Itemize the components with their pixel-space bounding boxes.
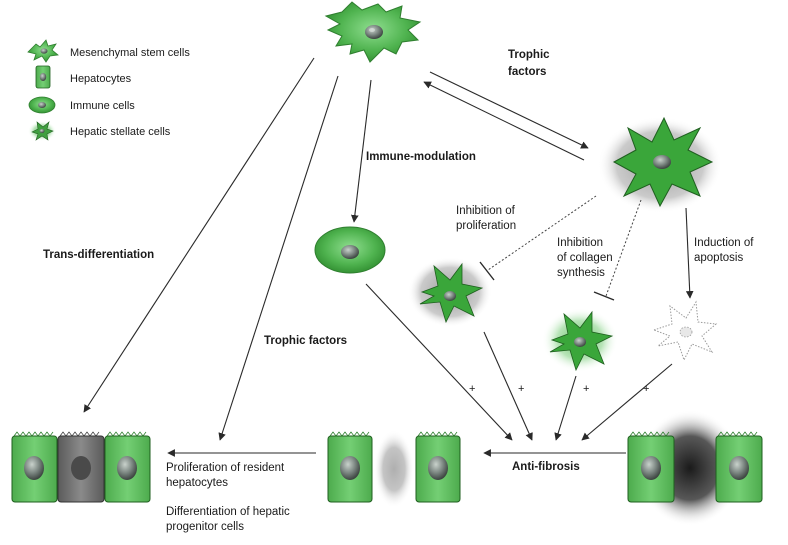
label-induction-apoptosis-2: apoptosis	[694, 252, 743, 264]
label-differentiation-1: Differentiation of hepatic	[166, 506, 290, 518]
stellate-cell-collagen	[542, 308, 618, 372]
plus-sign-1: +	[469, 383, 475, 395]
apoptotic-stellate-cell	[652, 300, 718, 362]
hepatocyte-cell	[715, 431, 763, 503]
label-immune-modulation: Immune-modulation	[366, 151, 476, 163]
hepatocyte-cell	[11, 431, 58, 503]
plus-sign-3: +	[583, 383, 589, 395]
arrow-inhibited-to-antifibrosis	[483, 331, 533, 441]
hepatocyte-cell	[415, 431, 461, 503]
arrow-msc-to-immune	[351, 79, 372, 223]
arrow-immune-to-antifibrosis	[365, 283, 513, 441]
arrow-apoptosis-to-antifibrosis	[581, 363, 673, 441]
hepatocyte-group-left	[11, 431, 151, 503]
stellate-cell-icon	[28, 121, 56, 141]
arrow-hsc-to-msc	[423, 81, 585, 161]
plus-sign-4: +	[643, 383, 649, 395]
label-inhibition-collagen-1: Inhibition	[557, 237, 603, 249]
label-proliferation-1: Proliferation of resident	[166, 462, 285, 474]
hepatocyte-cell	[627, 431, 675, 503]
legend: Mesenchymal stem cells Hepatocytes Immun…	[27, 39, 190, 141]
inhibition-bar-proliferation	[479, 261, 495, 281]
label-trophic-factors-top-1: Trophic	[508, 49, 550, 61]
label-trophic-factors-mid: Trophic factors	[264, 335, 347, 347]
legend-label-hepatocytes: Hepatocytes	[70, 73, 132, 85]
hepatocyte-icon	[35, 65, 51, 89]
activated-stellate-cell	[598, 116, 722, 213]
legend-label-stellate: Hepatic stellate cells	[70, 126, 171, 138]
plus-sign-2: +	[518, 383, 524, 395]
arrow-msc-to-hsc	[429, 71, 589, 149]
arrow-trophic-to-hepatocytes	[218, 75, 339, 441]
arrow-trans-differentiation	[83, 57, 315, 413]
label-trophic-factors-top-2: factors	[508, 66, 546, 78]
label-inhibition-proliferation-1: Inhibition of	[456, 205, 516, 217]
arrow-hsc-to-apoptosis	[685, 207, 694, 299]
label-induction-apoptosis-1: Induction of	[694, 237, 754, 249]
hepatocyte-cell	[104, 431, 151, 503]
inhibition-bar-collagen	[593, 291, 615, 301]
inhibition-line-collagen	[605, 199, 642, 297]
damaged-hepatocyte-cell	[57, 431, 105, 503]
label-anti-fibrosis: Anti-fibrosis	[512, 461, 580, 473]
legend-label-immune: Immune cells	[70, 100, 135, 112]
hepatocyte-group-middle	[327, 430, 461, 508]
label-inhibition-collagen-2: of collagen	[557, 252, 613, 264]
label-inhibition-proliferation-2: proliferation	[456, 220, 516, 232]
legend-label-msc: Mesenchymal stem cells	[70, 47, 190, 59]
arrow-collagen-to-antifibrosis	[554, 375, 577, 441]
immune-cell-icon	[28, 96, 56, 114]
stellate-cell-inhibited	[408, 257, 492, 327]
hepatocyte-group-fibrotic	[627, 410, 763, 526]
hepatocyte-cell	[327, 431, 373, 503]
label-inhibition-collagen-3: synthesis	[557, 267, 605, 279]
label-differentiation-2: progenitor cells	[166, 521, 244, 533]
label-trans-differentiation: Trans-differentiation	[43, 249, 154, 261]
msc-cell-top	[324, 1, 422, 63]
immune-cell	[314, 226, 386, 274]
label-proliferation-2: hepatocytes	[166, 477, 228, 489]
msc-icon	[27, 39, 59, 63]
inhibition-line-proliferation	[487, 195, 597, 271]
